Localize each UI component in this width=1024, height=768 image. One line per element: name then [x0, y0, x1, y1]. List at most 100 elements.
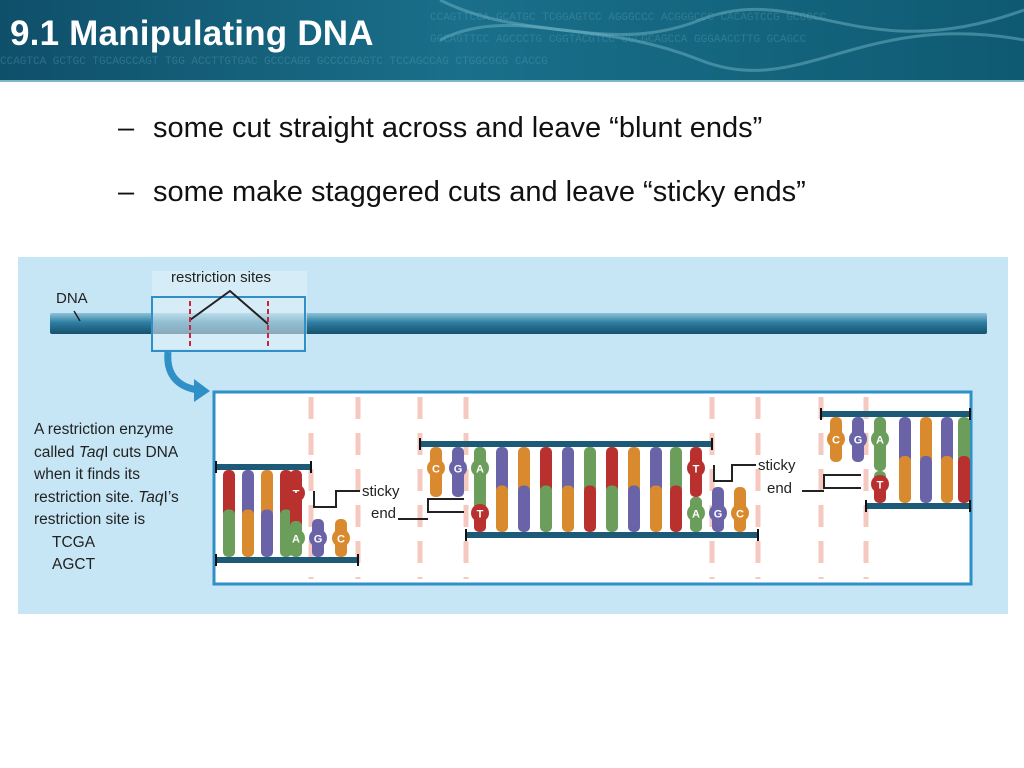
caption-line: when it finds its [34, 466, 140, 483]
base-pair-rung [540, 447, 552, 494]
restriction-sites-box [151, 296, 306, 352]
caption-line: called [34, 443, 79, 461]
base-bead [287, 529, 305, 547]
base-pair-rung [562, 485, 574, 532]
slide-header: CCAGTTCCA GCATGC TCGGAGTCC AGGGCCC ACGGG… [0, 0, 1024, 80]
base-bead [687, 459, 705, 477]
base-letter: G [314, 534, 323, 546]
base-pair-rung [584, 485, 596, 532]
bullet-dash: – [118, 112, 135, 144]
caption-sequence-bottom: AGCT [52, 556, 96, 573]
base-pair-rung [223, 509, 235, 557]
sugar-phosphate-backbone [216, 557, 358, 563]
base-pair-rung [261, 470, 273, 518]
base-pair-rung [920, 456, 932, 503]
base-bead [449, 459, 467, 477]
restriction-sites-pointer [189, 289, 269, 325]
figure-caption: A restriction enzyme called TaqI cuts DN… [34, 419, 179, 577]
dna-label: DNA [56, 290, 88, 307]
caption-italic: Taq [138, 488, 164, 506]
base-pair-rung [670, 447, 682, 494]
sugar-phosphate-backbone [866, 503, 970, 509]
base-pair-rung [518, 485, 530, 532]
figure-diagram: DNA restriction sites TAGCCGATTAGCCGAT s… [50, 269, 987, 586]
base-letter: G [714, 509, 723, 521]
header-dna-background: CCAGTTCCA GCATGC TCGGAGTCC AGGGCCC ACGGG… [0, 0, 1024, 72]
caption-line: I cuts DNA [104, 443, 179, 461]
sticky-end-label-right-2: end [767, 480, 792, 497]
base-pair-rung [606, 485, 618, 532]
base-letter: C [432, 464, 440, 476]
base-pair-rung [941, 456, 953, 503]
header-divider [0, 80, 1024, 82]
sticky-end-bracket [823, 474, 861, 489]
sugar-phosphate-backbone [466, 532, 758, 538]
base-letter: A [692, 509, 700, 521]
base-pair-rung [496, 447, 508, 494]
caption-italic: Taq [78, 443, 105, 461]
base-pair-rung [920, 417, 932, 464]
base-bead [471, 459, 489, 477]
sticky-end-bracket [713, 464, 756, 482]
sticky-end-bracket [427, 498, 464, 513]
base-pair-rung [261, 509, 273, 557]
svg-text:CCAGTCA GCTGC TGCAGCCAGT TGG A: CCAGTCA GCTGC TGCAGCCAGT TGG ACCTTGTGAC … [0, 56, 548, 68]
base-letter: C [736, 509, 744, 521]
base-letter: T [477, 509, 484, 521]
base-pair-rung [496, 485, 508, 532]
base-bead [687, 504, 705, 522]
caption-line: I’s [163, 488, 179, 506]
base-pair-rung [628, 447, 640, 494]
bullet-text: some cut straight across and leave “blun… [153, 112, 763, 144]
zoom-arrow [164, 351, 199, 394]
base-pair-rung [899, 417, 911, 464]
base-bead [471, 504, 489, 522]
base-letter: T [877, 480, 884, 492]
base-pair-rung [290, 493, 302, 529]
restriction-sites-highlight [152, 271, 307, 349]
caption-line: restriction site. [34, 488, 139, 506]
bullet-dash: – [118, 176, 135, 208]
bullet-text: some make staggered cuts and leave “stic… [153, 176, 806, 208]
base-bead [871, 475, 889, 493]
sticky-end-label-right: sticky [758, 457, 796, 474]
base-pair-rung [562, 447, 574, 494]
sticky-end-bracket [313, 490, 360, 508]
base-pair-rung [606, 447, 618, 494]
base-letter: G [854, 435, 863, 447]
base-bead [871, 430, 889, 448]
base-pair-rung [899, 456, 911, 503]
base-bead [731, 504, 749, 522]
sticky-end-label-left-2: end [371, 505, 396, 522]
base-pair-rung [242, 509, 254, 557]
dna-label-pointer [73, 310, 81, 322]
base-pair-rung [518, 447, 530, 494]
dna-fragments: TAGCCGATTAGCCGAT [215, 408, 971, 566]
page-title: 9.1 Manipulating DNA [10, 14, 374, 53]
svg-text:CCAGTTCCA GCATGC TCGGAGTCC AGG: CCAGTTCCA GCATGC TCGGAGTCC AGGGCCC ACGGG… [430, 12, 826, 24]
base-pair-rung [223, 470, 235, 518]
base-bead [427, 459, 445, 477]
base-pair-rung [628, 485, 640, 532]
base-bead [709, 504, 727, 522]
base-pair-rung [958, 456, 970, 503]
base-bead [849, 430, 867, 448]
base-pair-rung [941, 417, 953, 464]
sugar-phosphate-backbone [821, 411, 970, 417]
base-letter: A [476, 464, 484, 476]
base-pair-rung [958, 417, 970, 464]
caption-sequence-top: TCGA [52, 533, 96, 551]
base-bead [309, 529, 327, 547]
base-pair-rung [540, 485, 552, 532]
sugar-phosphate-backbone [216, 464, 311, 470]
caption-line: A restriction enzyme [34, 421, 174, 438]
base-pair-rung [242, 470, 254, 518]
base-bead [827, 430, 845, 448]
base-letter: A [292, 534, 300, 546]
base-pair-rung [280, 470, 292, 518]
svg-text:GCCAGTTCC AGCCCTG CGGTACGTCC G: GCCAGTTCC AGCCCTG CGGTACGTCC GGCGCAGCCA … [430, 34, 807, 46]
base-pair-rung [584, 447, 596, 494]
restriction-enzyme-figure: DNA restriction sites TAGCCGATTAGCCGAT s… [18, 257, 1008, 614]
base-pair-rung [650, 485, 662, 532]
base-pair-rung [650, 447, 662, 494]
